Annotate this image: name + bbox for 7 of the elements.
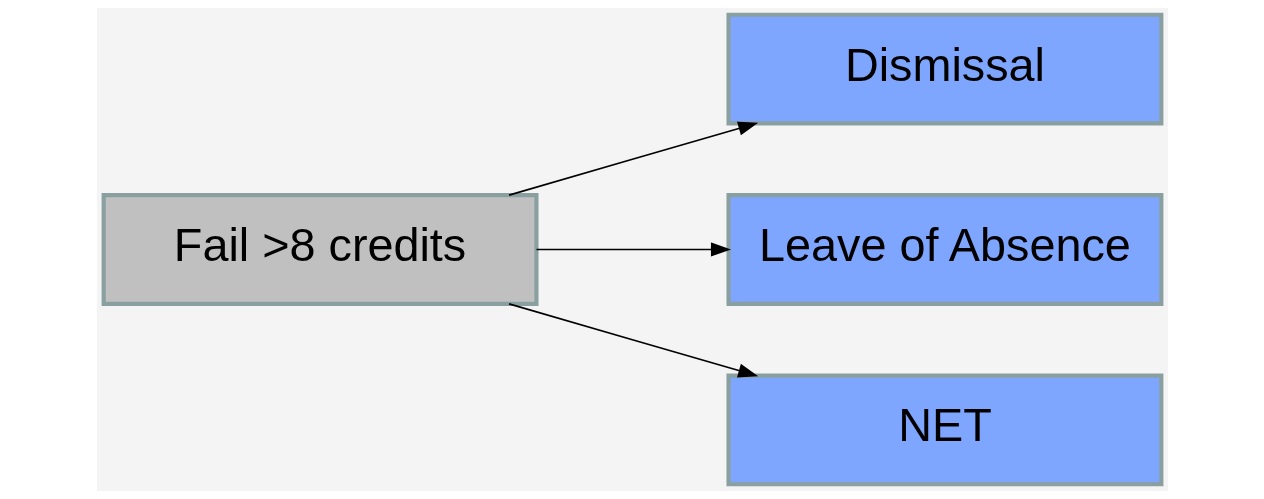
node-box: Fail >8 credits [101, 193, 538, 306]
node-box: NET [726, 373, 1163, 487]
arrow [507, 303, 758, 378]
node-box: Leave of Absence [726, 193, 1163, 306]
arrow [535, 242, 731, 257]
node-box: Dismissal [726, 12, 1163, 126]
arrow [507, 121, 758, 196]
